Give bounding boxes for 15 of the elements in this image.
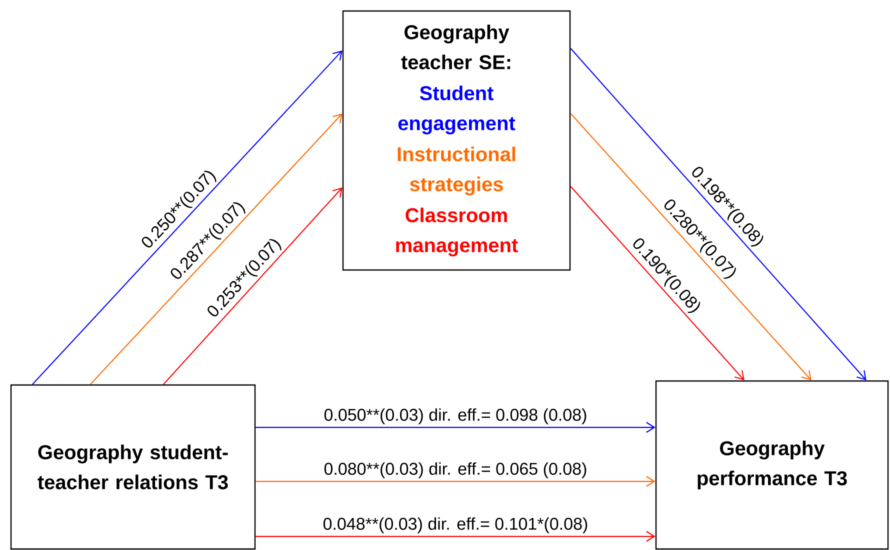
edge-label: 0.048**(0.03) dir. eff.= 0.101*(0.08)	[323, 517, 588, 534]
arrow	[570, 113, 812, 380]
node-box: Geography student-teacher relations T3	[10, 384, 256, 550]
arrow	[163, 187, 342, 385]
arrow	[570, 48, 866, 380]
arrow	[570, 186, 744, 380]
arrow	[256, 476, 656, 487]
arrow	[32, 50, 342, 385]
edge-label: 0.050**(0.03) dir. eff.= 0.098 (0.08)	[324, 408, 586, 424]
arrow	[256, 530, 656, 542]
node-box: Geography performance T3	[655, 380, 889, 550]
edge-label: 0.080**(0.03) dir. eff.= 0.065 (0.08)	[324, 462, 586, 478]
arrow	[90, 113, 342, 385]
node-box: Geography teacher SE: Student engagement Instructional strategies Classroom management	[342, 10, 571, 271]
arrow	[256, 422, 656, 433]
